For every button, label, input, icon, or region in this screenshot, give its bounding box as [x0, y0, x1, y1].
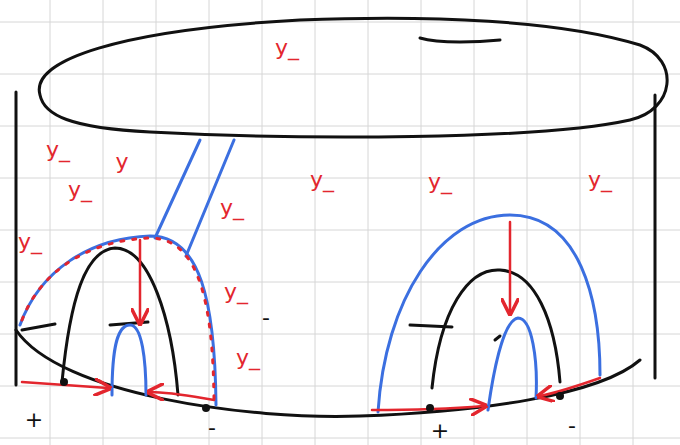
sign-label: +	[430, 420, 450, 442]
curve-label: y_	[67, 179, 93, 201]
cylinder-outline	[16, 18, 667, 416]
sign-label: -	[261, 307, 271, 329]
curve-label: y_	[587, 169, 613, 191]
curve-label: y_	[223, 281, 249, 303]
curve-label: y	[114, 151, 129, 173]
black-arcs	[22, 248, 560, 395]
sign-label: -	[207, 417, 217, 439]
sign-label: +	[24, 409, 44, 431]
curve-label: y_	[45, 139, 71, 161]
curve-label: y_	[309, 169, 335, 191]
red-flow-arrows	[22, 222, 600, 410]
curve-label: y_	[235, 347, 261, 369]
base-points	[60, 378, 564, 412]
sign-label: -	[567, 415, 577, 437]
blue-arcs	[20, 140, 600, 412]
red-dotted-trace	[22, 238, 214, 400]
curve-label: y_	[427, 171, 453, 193]
curve-label: y_	[219, 197, 245, 219]
curve-label: y_	[274, 37, 300, 59]
curve-label: y_	[17, 231, 43, 253]
